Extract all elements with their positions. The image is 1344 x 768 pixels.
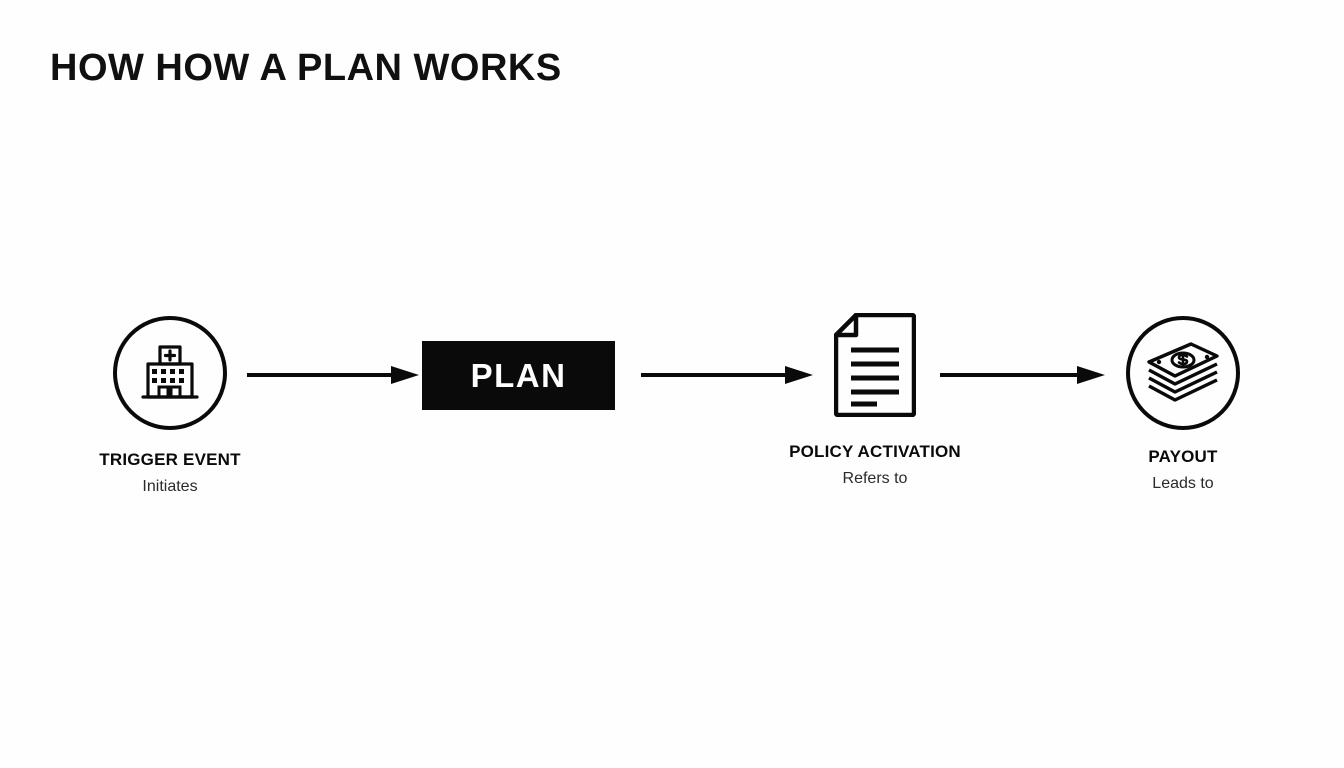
- money-stack-icon: [1147, 342, 1219, 402]
- circle-frame: [1126, 316, 1240, 430]
- page-title: HOW HOW A PLAN WORKS: [50, 47, 562, 89]
- arrow-3: [940, 366, 1105, 384]
- circle-frame: [113, 316, 227, 430]
- node-visual: [1100, 316, 1266, 430]
- document-icon: [834, 313, 916, 417]
- node-payout[interactable]: PAYOUT Leads to: [1100, 316, 1266, 493]
- node-sublabel: Leads to: [1152, 475, 1214, 492]
- arrow-2: [641, 366, 813, 384]
- node-trigger-event[interactable]: TRIGGER EVENT Initiates: [62, 316, 278, 496]
- node-sublabel: Initiates: [142, 478, 198, 495]
- hospital-icon: [141, 345, 199, 399]
- node-policy-activation[interactable]: POLICY ACTIVATION Refers to: [760, 310, 990, 488]
- plan-box-label: PLAN: [470, 356, 567, 394]
- plan-box[interactable]: PLAN: [422, 341, 615, 410]
- node-label: PAYOUT: [1148, 447, 1218, 466]
- node-sublabel: Refers to: [842, 470, 908, 487]
- arrow-1: [247, 366, 419, 384]
- node-visual: [62, 316, 278, 430]
- node-label: POLICY ACTIVATION: [789, 442, 961, 461]
- node-visual: [760, 310, 990, 420]
- node-label: TRIGGER EVENT: [99, 450, 241, 469]
